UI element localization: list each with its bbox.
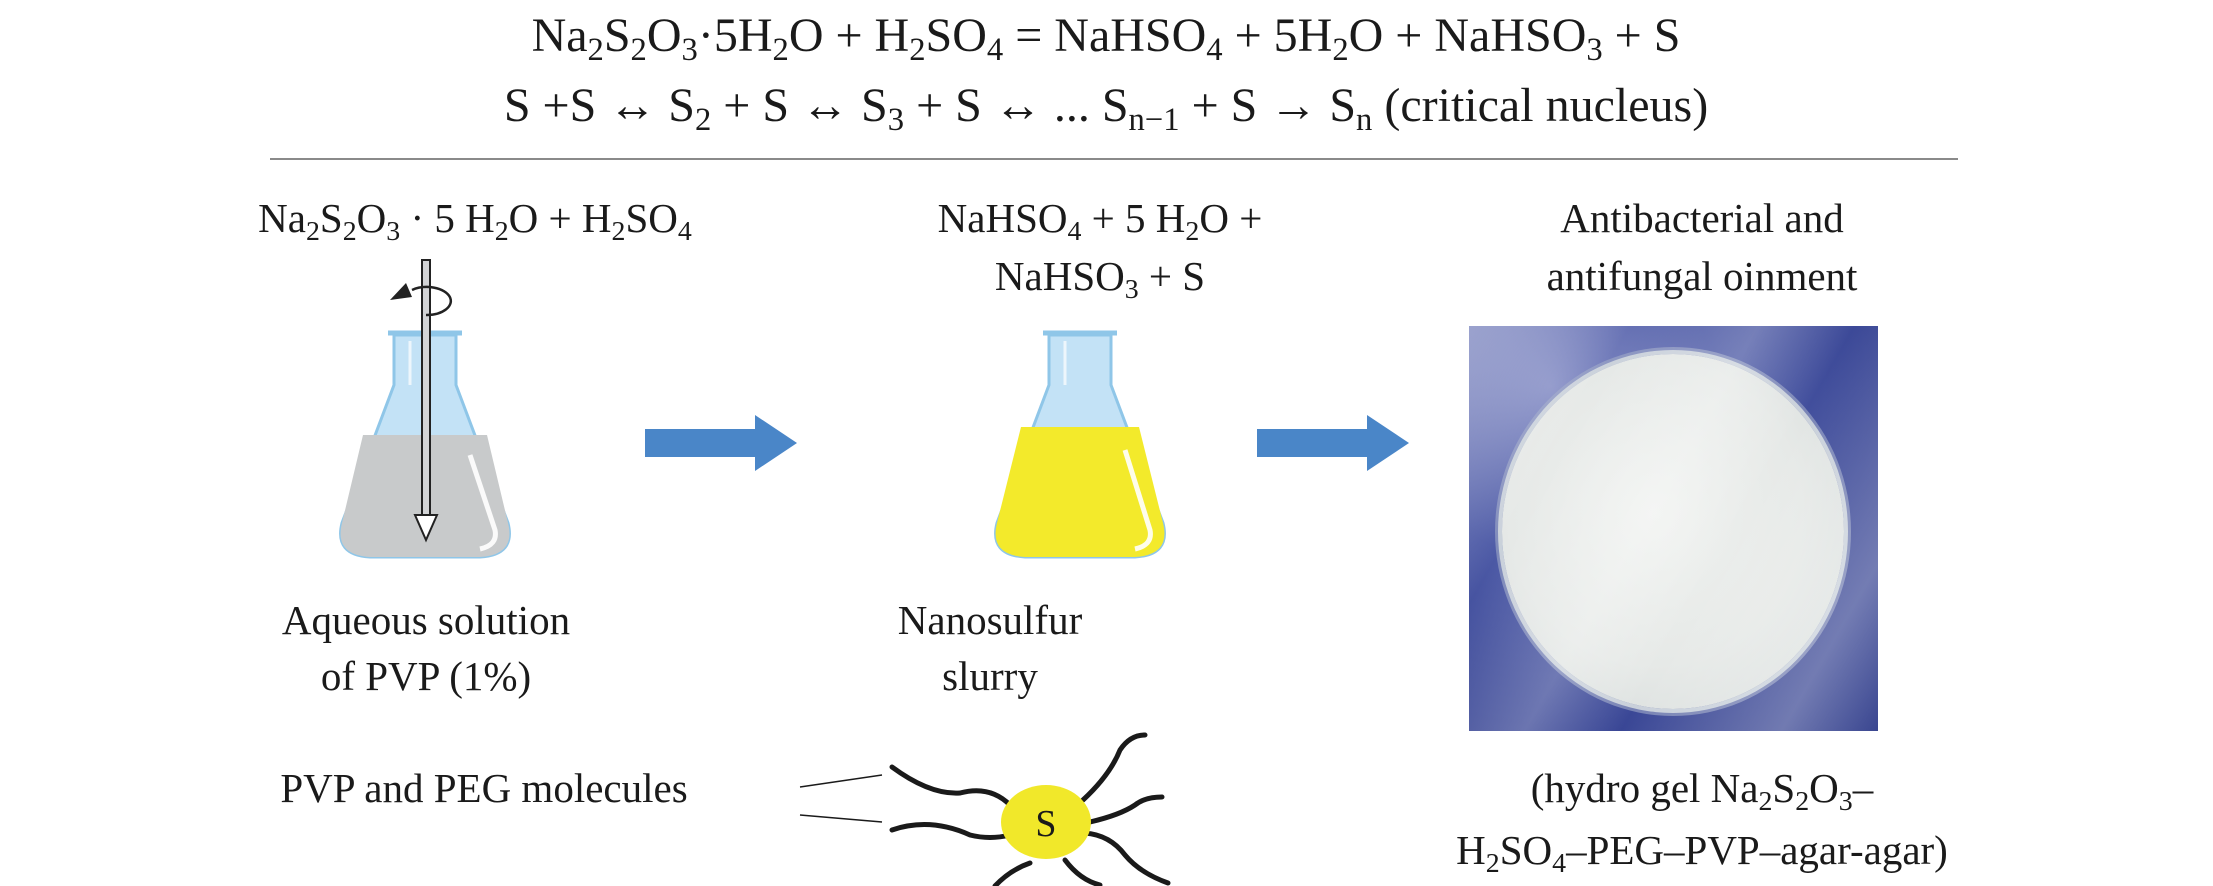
flask-nanosulfur-icon [994, 330, 1166, 559]
ointment-photo [1469, 326, 1878, 731]
step3-caption-line2: H2SO4–PEG–PVP–agar-agar) [1456, 827, 1948, 879]
process-arrow-2 [1257, 415, 1409, 471]
divider [270, 158, 1958, 160]
step2-caption-line2: slurry [942, 653, 1038, 699]
flask-with-stirrer-icon [339, 259, 511, 559]
step3-caption-line1: (hydro gel Na2S2O3– [1530, 765, 1874, 817]
step2-caption-line1: Nanosulfur [897, 597, 1083, 643]
sulfur-core-label: S [1035, 803, 1056, 845]
sulfur-nanoparticle-icon: S [799, 732, 1171, 886]
step3-title-line1: Antibacterial and [1560, 195, 1844, 241]
step1-caption-line1: Aqueous solution [281, 597, 571, 643]
process-arrow-1 [645, 415, 797, 471]
step3-title-line2: antifungal oinment [1546, 253, 1858, 299]
step2-products-line2: NaHSO3 + S [994, 253, 1206, 305]
petri-dish [1502, 354, 1844, 709]
step2-products-line1: NaHSO4 + 5 H2O + [937, 195, 1263, 247]
step1-caption-line2: of PVP (1%) [320, 653, 532, 699]
molecule-label: PVP and PEG molecules [280, 765, 688, 811]
reaction-equation-1: Na2S2O3·5H2O + H2SO4 = NaHSO4 + 5H2O + N… [531, 9, 1681, 69]
step1-reagents: Na2S2O3 · 5 H2O + H2SO4 [258, 195, 692, 247]
nucleation-equation: S +S ↔ S2 + S ↔ S3 + S ↔ ... Sn−1 + S → … [503, 79, 1709, 139]
plastic-wrap [1469, 326, 1878, 731]
